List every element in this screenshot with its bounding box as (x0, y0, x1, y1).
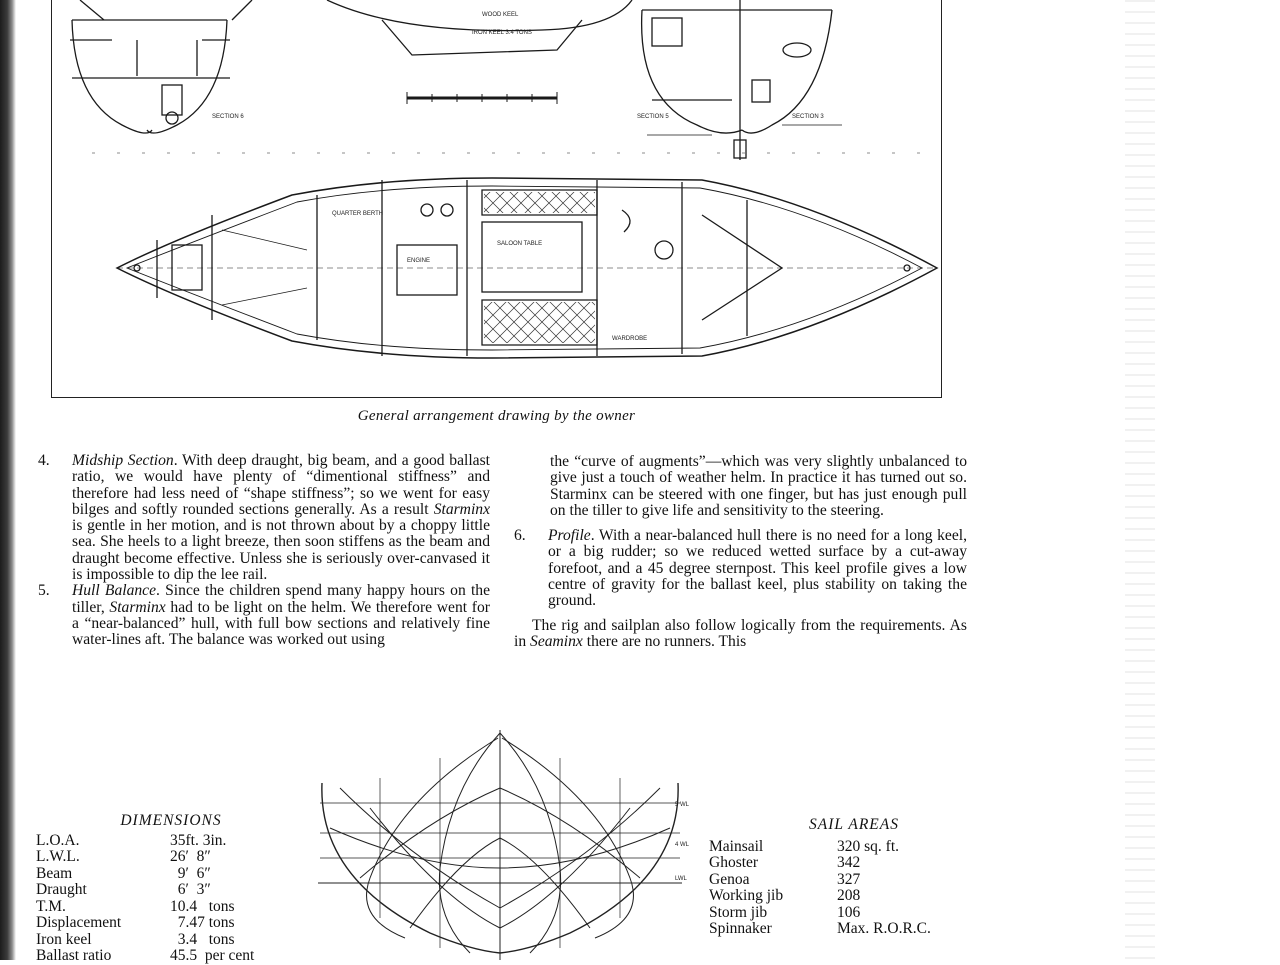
label-quarter-berth: QUARTER BERTH (332, 211, 383, 217)
dimension-label: Iron keel (36, 930, 92, 948)
sail-label: Ghoster (709, 854, 759, 871)
sail-row: Genoa 327 (709, 870, 969, 889)
dimension-value: 7.47 tons (170, 914, 235, 931)
arrangement-drawing-svg: IRON KEEL 3.4 TONS WOOD KEEL SECTION 6 S… (70, 0, 939, 359)
label-iron-keel: IRON KEEL 3.4 TONS (472, 30, 532, 36)
sail-value: 327 (837, 870, 861, 888)
dimension-value: 9′ 6″ (170, 864, 211, 882)
dimension-row: Displacement 7.47 tons (36, 914, 306, 932)
svg-text:LWL: LWL (675, 876, 688, 882)
list-item-profile: 6. Profile. With a near-balanced hull the… (514, 527, 967, 610)
dimension-label: Displacement (36, 914, 122, 931)
label-saloon-table: SALOON TABLE (497, 241, 542, 247)
label-section-3: SECTION 3 (792, 114, 824, 120)
item-text: . Since the children spend many happy ho… (72, 582, 491, 616)
item-number: 6. (514, 527, 526, 545)
scan-shadow-left (0, 0, 16, 960)
item-text: is gentle in her motion, and is not thro… (72, 517, 490, 584)
sail-row: Ghoster 342 (709, 854, 969, 872)
label-section-6: SECTION 6 (212, 114, 244, 120)
dimension-row: Ballast ratio 45.5 per cent (36, 947, 306, 965)
dimension-row: Iron keel 3.4 tons (36, 930, 306, 949)
list-item-midship-section: 4. Midship Section. With deep draught, bi… (38, 452, 490, 584)
dimensions-title: DIMENSIONS (120, 812, 222, 829)
dimension-value: 6′ 3″ (170, 881, 211, 898)
dimension-row: Draught 6′ 3″ (36, 881, 306, 899)
dimensions-table: DIMENSIONS L.O.A. 35ft. 3in. L.W.L. 26′ 8″… (36, 812, 306, 965)
dimension-value: 3.4 tons (170, 930, 235, 948)
dimension-label: Beam (36, 864, 73, 882)
label-engine: ENGINE (407, 258, 430, 264)
sail-label: Spinnaker (709, 920, 772, 937)
boat-name: Starminx (109, 598, 166, 616)
paragraph-text: The rig and sailplan also follow logical… (514, 616, 967, 650)
sail-value: 208 (837, 887, 861, 904)
svg-text:4 WL: 4 WL (675, 842, 690, 848)
sail-label: Working jib (709, 887, 784, 904)
hull-balance-continuation: the “curve of augments”—which was very s… (550, 453, 967, 519)
dimension-label: L.O.A. (36, 831, 80, 849)
dimension-row: L.O.A. 35ft. 3in. (36, 831, 306, 850)
sail-value: Max. R.O.R.C. (837, 920, 931, 937)
closing-paragraph: The rig and sailplan also follow logical… (514, 616, 967, 651)
dimension-label: L.W.L. (36, 848, 80, 865)
dimension-row: Beam 9′ 6″ (36, 864, 306, 883)
dimension-value: 45.5 per cent (170, 947, 255, 964)
list-item-hull-balance: 5. Hull Balance. Since the children spend… (38, 583, 490, 648)
item-text: . With deep draught, big beam, and a goo… (72, 452, 490, 518)
article-column-left: 4. Midship Section. With deep draught, bi… (38, 452, 490, 649)
scan-artifact-right (1125, 0, 1155, 960)
dimension-value: 35ft. 3in. (170, 831, 227, 849)
sail-label: Genoa (709, 870, 750, 888)
sail-value: 342 (837, 854, 861, 871)
dimension-label: Draught (36, 881, 87, 898)
sail-label: Mainsail (709, 837, 764, 855)
sail-row: Mainsail 320 sq. ft. (709, 837, 969, 856)
paragraph-text: there are no runners. This (582, 632, 747, 650)
boat-name: Seaminx (530, 632, 583, 650)
item-title: Profile (548, 527, 591, 545)
item-title: Hull Balance (72, 582, 157, 600)
general-arrangement-drawing: IRON KEEL 3.4 TONS WOOD KEEL SECTION 6 S… (51, 0, 942, 398)
item-number: 4. (38, 452, 50, 469)
dimension-value: 26′ 8″ (170, 848, 211, 865)
sail-label: Storm jib (709, 903, 768, 921)
dimension-label: Ballast ratio (36, 947, 112, 964)
sail-areas-title: SAIL AREAS (809, 816, 899, 833)
sail-row: Storm jib 106 (709, 903, 969, 922)
label-section-5: SECTION 5 (637, 114, 669, 120)
dimension-row: L.W.L. 26′ 8″ (36, 848, 306, 866)
figure-caption: General arrangement drawing by the owner (357, 408, 636, 424)
label-wardrobe: WARDROBE (612, 336, 647, 342)
boat-name: Starminx (433, 500, 490, 518)
dimension-value: 10.4 tons (170, 897, 235, 915)
sail-row: Spinnaker Max. R.O.R.C. (709, 920, 969, 938)
sail-row: Working jib 208 (709, 887, 969, 905)
dimension-label: T.M. (36, 897, 66, 915)
body-sections-drawing: 5 WL 4 WL LWL (318, 730, 690, 960)
svg-text:5 WL: 5 WL (675, 802, 690, 808)
sail-value: 106 (837, 903, 861, 921)
sail-areas-table: SAIL AREAS Mainsail 320 sq. ft. Ghoster 34… (709, 816, 969, 938)
item-text: . With a near-balanced hull there is no … (548, 527, 967, 610)
dimension-row: T.M. 10.4 tons (36, 897, 306, 916)
item-title: Midship Section (72, 452, 174, 469)
article-column-right: the “curve of augments”—which was very s… (514, 453, 967, 651)
label-wood-keel: WOOD KEEL (482, 12, 519, 18)
sail-value: 320 sq. ft. (837, 837, 899, 855)
item-text: had to be light on the helm. We therefor… (72, 598, 490, 649)
item-number: 5. (38, 582, 50, 600)
